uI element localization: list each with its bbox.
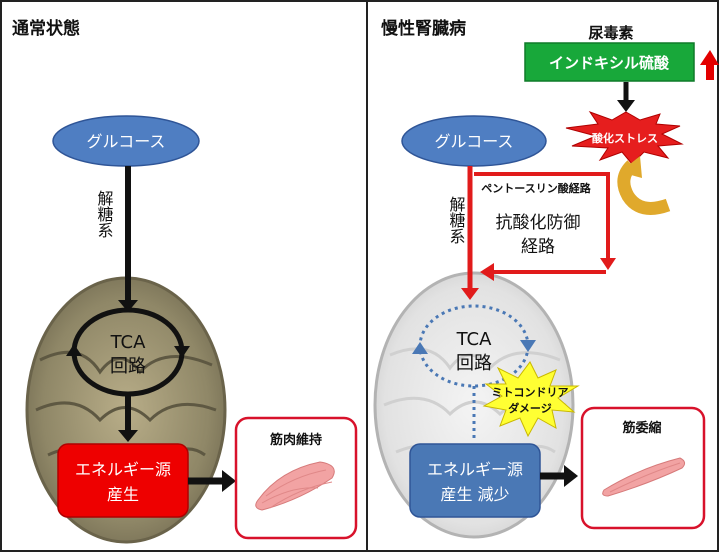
indoxyl-sulfate-label: インドキシル硫酸	[549, 54, 670, 72]
right-glucose-label: グルコース	[435, 132, 514, 151]
pentose-return-arrowhead	[480, 263, 494, 281]
right-glycolysis-label: 解糖系	[447, 196, 466, 244]
mito-damage-line1: ミトコンドリア	[492, 386, 569, 399]
atrophied-muscle-icon	[602, 457, 686, 497]
muscle-fiber-icon	[255, 461, 335, 511]
right-energy-box	[409, 443, 541, 518]
right-tca-arrowhead-left	[412, 342, 428, 354]
right-tca-line1: TCA	[456, 329, 493, 350]
mito-damage-burst	[482, 361, 580, 438]
left-tca-to-energy-arrowhead	[118, 430, 138, 442]
pentose-pathway-arrowhead-down	[600, 258, 616, 270]
left-title: 通常状態	[12, 18, 80, 39]
left-tca-line2: 回路	[110, 356, 146, 377]
left-tca-arrowhead-right	[174, 346, 190, 358]
indoxyl-to-stress-arrowhead	[617, 100, 635, 112]
right-title: 慢性腎臓病	[381, 18, 466, 39]
right-glycolysis-arrowhead	[461, 288, 479, 300]
pentose-pathway-branch	[474, 172, 610, 262]
left-glycolysis-arrowhead	[118, 300, 138, 312]
left-glycolysis-label: 解糖系	[95, 190, 114, 238]
left-energy-line2: 産生	[107, 485, 139, 504]
right-energy-line1: エネルギー源	[427, 460, 523, 479]
right-energy-to-atrophy-arrowhead	[564, 465, 578, 487]
left-glucose-label: グルコース	[87, 132, 166, 151]
mito-damage-line2: ダメージ	[508, 401, 551, 415]
left-muscle-label: 筋肉維持	[269, 432, 322, 448]
antioxidant-line2: 経路	[521, 237, 555, 257]
left-tca-line1: TCA	[110, 332, 147, 353]
pentose-pathway-label: ペントースリン酸経路	[481, 181, 591, 195]
left-tca-arrowhead-left	[66, 344, 82, 356]
right-glucose-node	[401, 115, 547, 167]
right-energy-line2: 産生 減少	[440, 485, 509, 504]
curved-yellow-arrow-icon	[617, 156, 671, 215]
right-tca-arrowhead-right	[520, 340, 536, 352]
indoxyl-sulfate-box	[524, 42, 695, 82]
atrophy-label: 筋委縮	[621, 420, 661, 436]
left-energy-to-muscle-arrowhead	[222, 470, 236, 492]
left-energy-line1: エネルギー源	[75, 460, 171, 479]
right-tca-line2: 回路	[456, 353, 492, 374]
left-energy-box	[57, 443, 189, 518]
antioxidant-line1: 抗酸化防御	[496, 213, 581, 233]
red-up-arrow-icon	[700, 50, 719, 80]
uremic-toxin-label: 尿毒素	[588, 24, 633, 42]
atrophy-box	[580, 406, 706, 530]
oxidative-stress-label: 酸化ストレス	[592, 131, 658, 145]
